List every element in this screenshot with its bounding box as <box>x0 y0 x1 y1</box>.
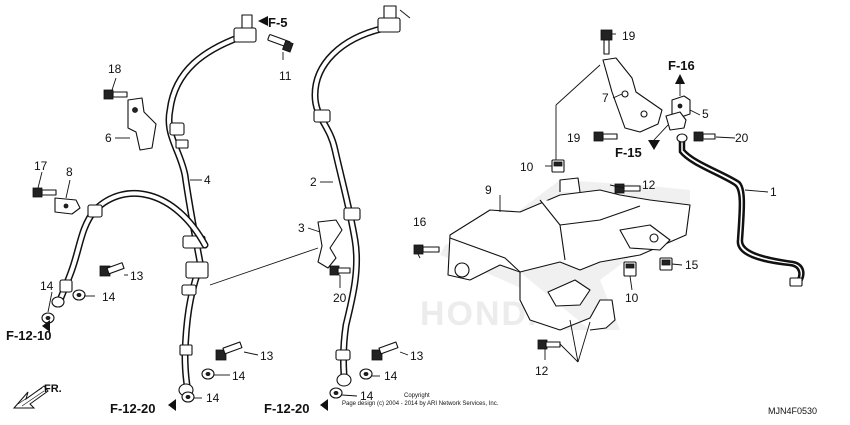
callout-14c[interactable]: 14 <box>232 369 246 383</box>
washer-14f[interactable] <box>329 387 343 399</box>
diagram-code: MJN4F0530 <box>768 406 817 416</box>
callout-5[interactable]: 5 <box>702 107 709 121</box>
bolt-13b[interactable] <box>215 341 243 361</box>
clamp-6[interactable] <box>127 97 157 151</box>
washer-14c[interactable] <box>201 368 215 380</box>
bolt-18[interactable] <box>103 89 128 100</box>
clip-10a[interactable] <box>551 159 565 173</box>
callout-14d[interactable]: 14 <box>206 391 220 405</box>
callout-4[interactable]: 4 <box>204 173 211 187</box>
bolt-19a[interactable] <box>600 29 613 55</box>
callout-19a[interactable]: 19 <box>622 29 636 43</box>
callout-14b[interactable]: 14 <box>102 290 116 304</box>
washer-14e[interactable] <box>359 368 373 380</box>
bolt-13c[interactable] <box>371 341 399 361</box>
bracket-7[interactable] <box>602 57 663 133</box>
leader-lines <box>37 33 769 399</box>
callout-17[interactable]: 17 <box>34 159 48 173</box>
callout-9[interactable]: 9 <box>485 183 492 197</box>
arrow-f1220a <box>168 399 176 411</box>
clip-15[interactable] <box>659 257 673 271</box>
bolt-13a[interactable] <box>99 262 125 277</box>
callout-7[interactable]: 7 <box>602 91 609 105</box>
callout-12b[interactable]: 12 <box>535 364 549 378</box>
callout-13c[interactable]: 13 <box>410 349 424 363</box>
callout-2[interactable]: 2 <box>310 175 317 189</box>
clip-10b[interactable] <box>623 261 637 277</box>
front-arrow <box>12 385 49 409</box>
copyright-line2: Page design (c) 2004 - 2014 by ARI Netwo… <box>342 401 499 407</box>
washer-14b[interactable] <box>41 312 55 324</box>
brake-pipe-1[interactable] <box>676 133 805 287</box>
bolt-20b[interactable] <box>693 131 716 142</box>
ref-f1210[interactable]: F-12-10 <box>6 328 52 343</box>
callout-10b[interactable]: 10 <box>625 291 639 305</box>
bolt-17[interactable] <box>32 187 57 198</box>
brake-hose-2[interactable] <box>311 5 411 387</box>
arrow-f1220b <box>320 399 328 411</box>
callout-20b[interactable]: 20 <box>735 131 749 145</box>
callout-15[interactable]: 15 <box>685 258 699 272</box>
callout-1[interactable]: 1 <box>770 185 777 199</box>
front-label: FR. <box>44 383 62 395</box>
callout-3[interactable]: 3 <box>298 221 305 235</box>
callout-10a[interactable]: 10 <box>520 160 534 174</box>
bolt-20a[interactable] <box>329 265 351 276</box>
callout-14f[interactable]: 14 <box>360 389 374 403</box>
copyright-line1: Copyright <box>404 393 430 399</box>
callout-14a[interactable]: 14 <box>40 279 54 293</box>
callout-6[interactable]: 6 <box>105 131 112 145</box>
callout-19b[interactable]: 19 <box>567 131 581 145</box>
ref-f5[interactable]: F-5 <box>268 15 288 30</box>
callout-18[interactable]: 18 <box>108 62 122 76</box>
arrow-f5 <box>258 16 268 26</box>
bolt-16[interactable] <box>413 244 440 255</box>
ref-f15[interactable]: F-15 <box>615 145 642 160</box>
ref-f16[interactable]: F-16 <box>668 58 695 73</box>
callout-11[interactable]: 11 <box>279 69 292 83</box>
arrow-f15 <box>648 140 660 150</box>
bolt-12b[interactable] <box>537 339 561 350</box>
bolt-11[interactable] <box>267 34 294 53</box>
callout-8[interactable]: 8 <box>66 165 73 179</box>
brake-hose-4[interactable] <box>165 14 257 397</box>
washer-14d[interactable] <box>181 391 195 403</box>
callout-13b[interactable]: 13 <box>260 349 274 363</box>
callout-12a[interactable]: 12 <box>642 178 656 192</box>
ref-f1220a[interactable]: F-12-20 <box>110 401 156 416</box>
clamp-3[interactable] <box>317 219 343 269</box>
brake-hose-8[interactable] <box>51 189 209 308</box>
bolt-19b[interactable] <box>593 131 618 142</box>
callout-13a[interactable]: 13 <box>130 269 144 283</box>
callout-16[interactable]: 16 <box>413 215 427 229</box>
arrow-f1210 <box>42 320 50 332</box>
callout-14e[interactable]: 14 <box>384 369 398 383</box>
joint-5[interactable] <box>665 95 691 131</box>
modulator-bracket-9[interactable] <box>447 177 691 331</box>
washer-14a[interactable] <box>72 289 86 301</box>
arrow-f16 <box>675 74 685 84</box>
ref-f1220b[interactable]: F-12-20 <box>264 401 310 416</box>
callout-20a[interactable]: 20 <box>333 291 347 305</box>
bolt-12a[interactable] <box>614 183 641 194</box>
